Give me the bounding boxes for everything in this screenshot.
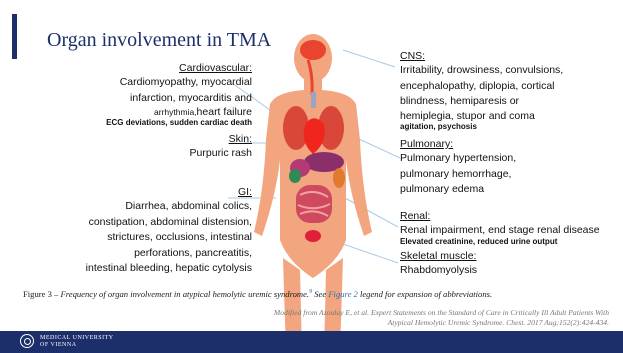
skeletal-heading: Skeletal muscle:: [400, 250, 477, 263]
cardiovascular-note: ECG deviations, sudden cardiac death: [106, 118, 252, 128]
figure-caption: Figure 3 – Frequency of organ involvemen…: [23, 289, 492, 299]
source-line-2: Atypical Hemolytic Uremic Syndrome. Ches…: [274, 318, 609, 328]
cns-line-1: Irritability, drowsiness, convulsions,: [400, 63, 563, 79]
cardiovascular-heading: Cardiovascular:: [106, 62, 252, 75]
cns-heading: CNS:: [400, 50, 563, 63]
pulmonary-line-1: Pulmonary hypertension,: [400, 151, 516, 167]
bladder: [305, 230, 321, 242]
cardiovascular-line-3: arrhythmia,: [154, 107, 197, 117]
pulmonary-line-2: pulmonary hemorrhage,: [400, 167, 516, 183]
gi-line-3: strictures, occlusions, intestinal: [86, 230, 252, 246]
caption-see: See: [312, 289, 328, 299]
gi-heading: GI:: [86, 186, 252, 199]
cardiovascular-heart-failure: heart failure: [197, 106, 252, 118]
caption-rest: legend for expansion of abbreviations.: [358, 289, 492, 299]
university-logo-icon: [20, 334, 34, 348]
gi-line-5: intestinal bleeding, hepatic cytolysis: [86, 261, 252, 277]
university-name-line-2: OF VIENNA: [40, 342, 114, 349]
leader-cns: [343, 50, 395, 67]
gi-line-4: perforations, pancreatitis,: [86, 246, 252, 262]
trachea: [311, 92, 316, 108]
caption-italic: Frequency of organ involvement in atypic…: [60, 289, 309, 299]
renal-line-1: Renal impairment, end stage renal diseas…: [400, 223, 600, 237]
cardiovascular-line-2: infarction, myocarditis and: [106, 91, 252, 107]
gallbladder: [289, 169, 301, 183]
renal-section: Renal: Renal impairment, end stage renal…: [400, 210, 600, 247]
skeletal-section: Skeletal muscle: Rhabdomyolysis: [400, 250, 477, 279]
source-citation: Modified from Azoulay E, et al. Expert S…: [274, 308, 609, 328]
caption-figure-link[interactable]: Figure 2: [328, 289, 358, 299]
kidney: [333, 168, 345, 188]
source-line-1: Modified from Azoulay E, et al. Expert S…: [274, 308, 609, 318]
cns-line-3: blindness, hemiparesis or: [400, 94, 563, 110]
caption-prefix: Figure 3 –: [23, 289, 60, 299]
gi-line-2: constipation, abdominal distension,: [86, 215, 252, 231]
gi-line-1: Diarrhea, abdominal colics,: [86, 199, 252, 215]
leader-renal: [345, 198, 398, 227]
pulmonary-section: Pulmonary: Pulmonary hypertension, pulmo…: [400, 138, 516, 198]
pulmonary-line-3: pulmonary edema: [400, 182, 516, 198]
intestines: [296, 185, 332, 223]
footer-bar: MEDICAL UNIVERSITY OF VIENNA: [0, 331, 623, 353]
university-name-line-1: MEDICAL UNIVERSITY: [40, 335, 114, 342]
cns-note: agitation, psychosis: [400, 122, 563, 132]
cns-section: CNS: Irritability, drowsiness, convulsio…: [400, 50, 563, 132]
renal-heading: Renal:: [400, 210, 600, 223]
skeletal-line-1: Rhabdomyolysis: [400, 263, 477, 279]
brain: [300, 40, 326, 60]
cns-line-4: hemiplegia, stupor and coma: [400, 110, 563, 122]
gi-section: GI: Diarrhea, abdominal colics, constipa…: [86, 186, 252, 277]
cardiovascular-section: Cardiovascular: Cardiomyopathy, myocardi…: [106, 62, 252, 128]
skin-line-1: Purpuric rash: [190, 146, 252, 162]
skin-heading: Skin:: [190, 133, 252, 146]
leader-skeletal: [340, 243, 398, 263]
pulmonary-heading: Pulmonary:: [400, 138, 516, 151]
cns-line-2: encephalopathy, diplopia, cortical: [400, 79, 563, 95]
skin-section: Skin: Purpuric rash: [190, 133, 252, 162]
renal-note: Elevated creatinine, reduced urine outpu…: [400, 237, 600, 247]
cardiovascular-line-1: Cardiomyopathy, myocardial: [106, 75, 252, 91]
university-name: MEDICAL UNIVERSITY OF VIENNA: [40, 335, 114, 349]
